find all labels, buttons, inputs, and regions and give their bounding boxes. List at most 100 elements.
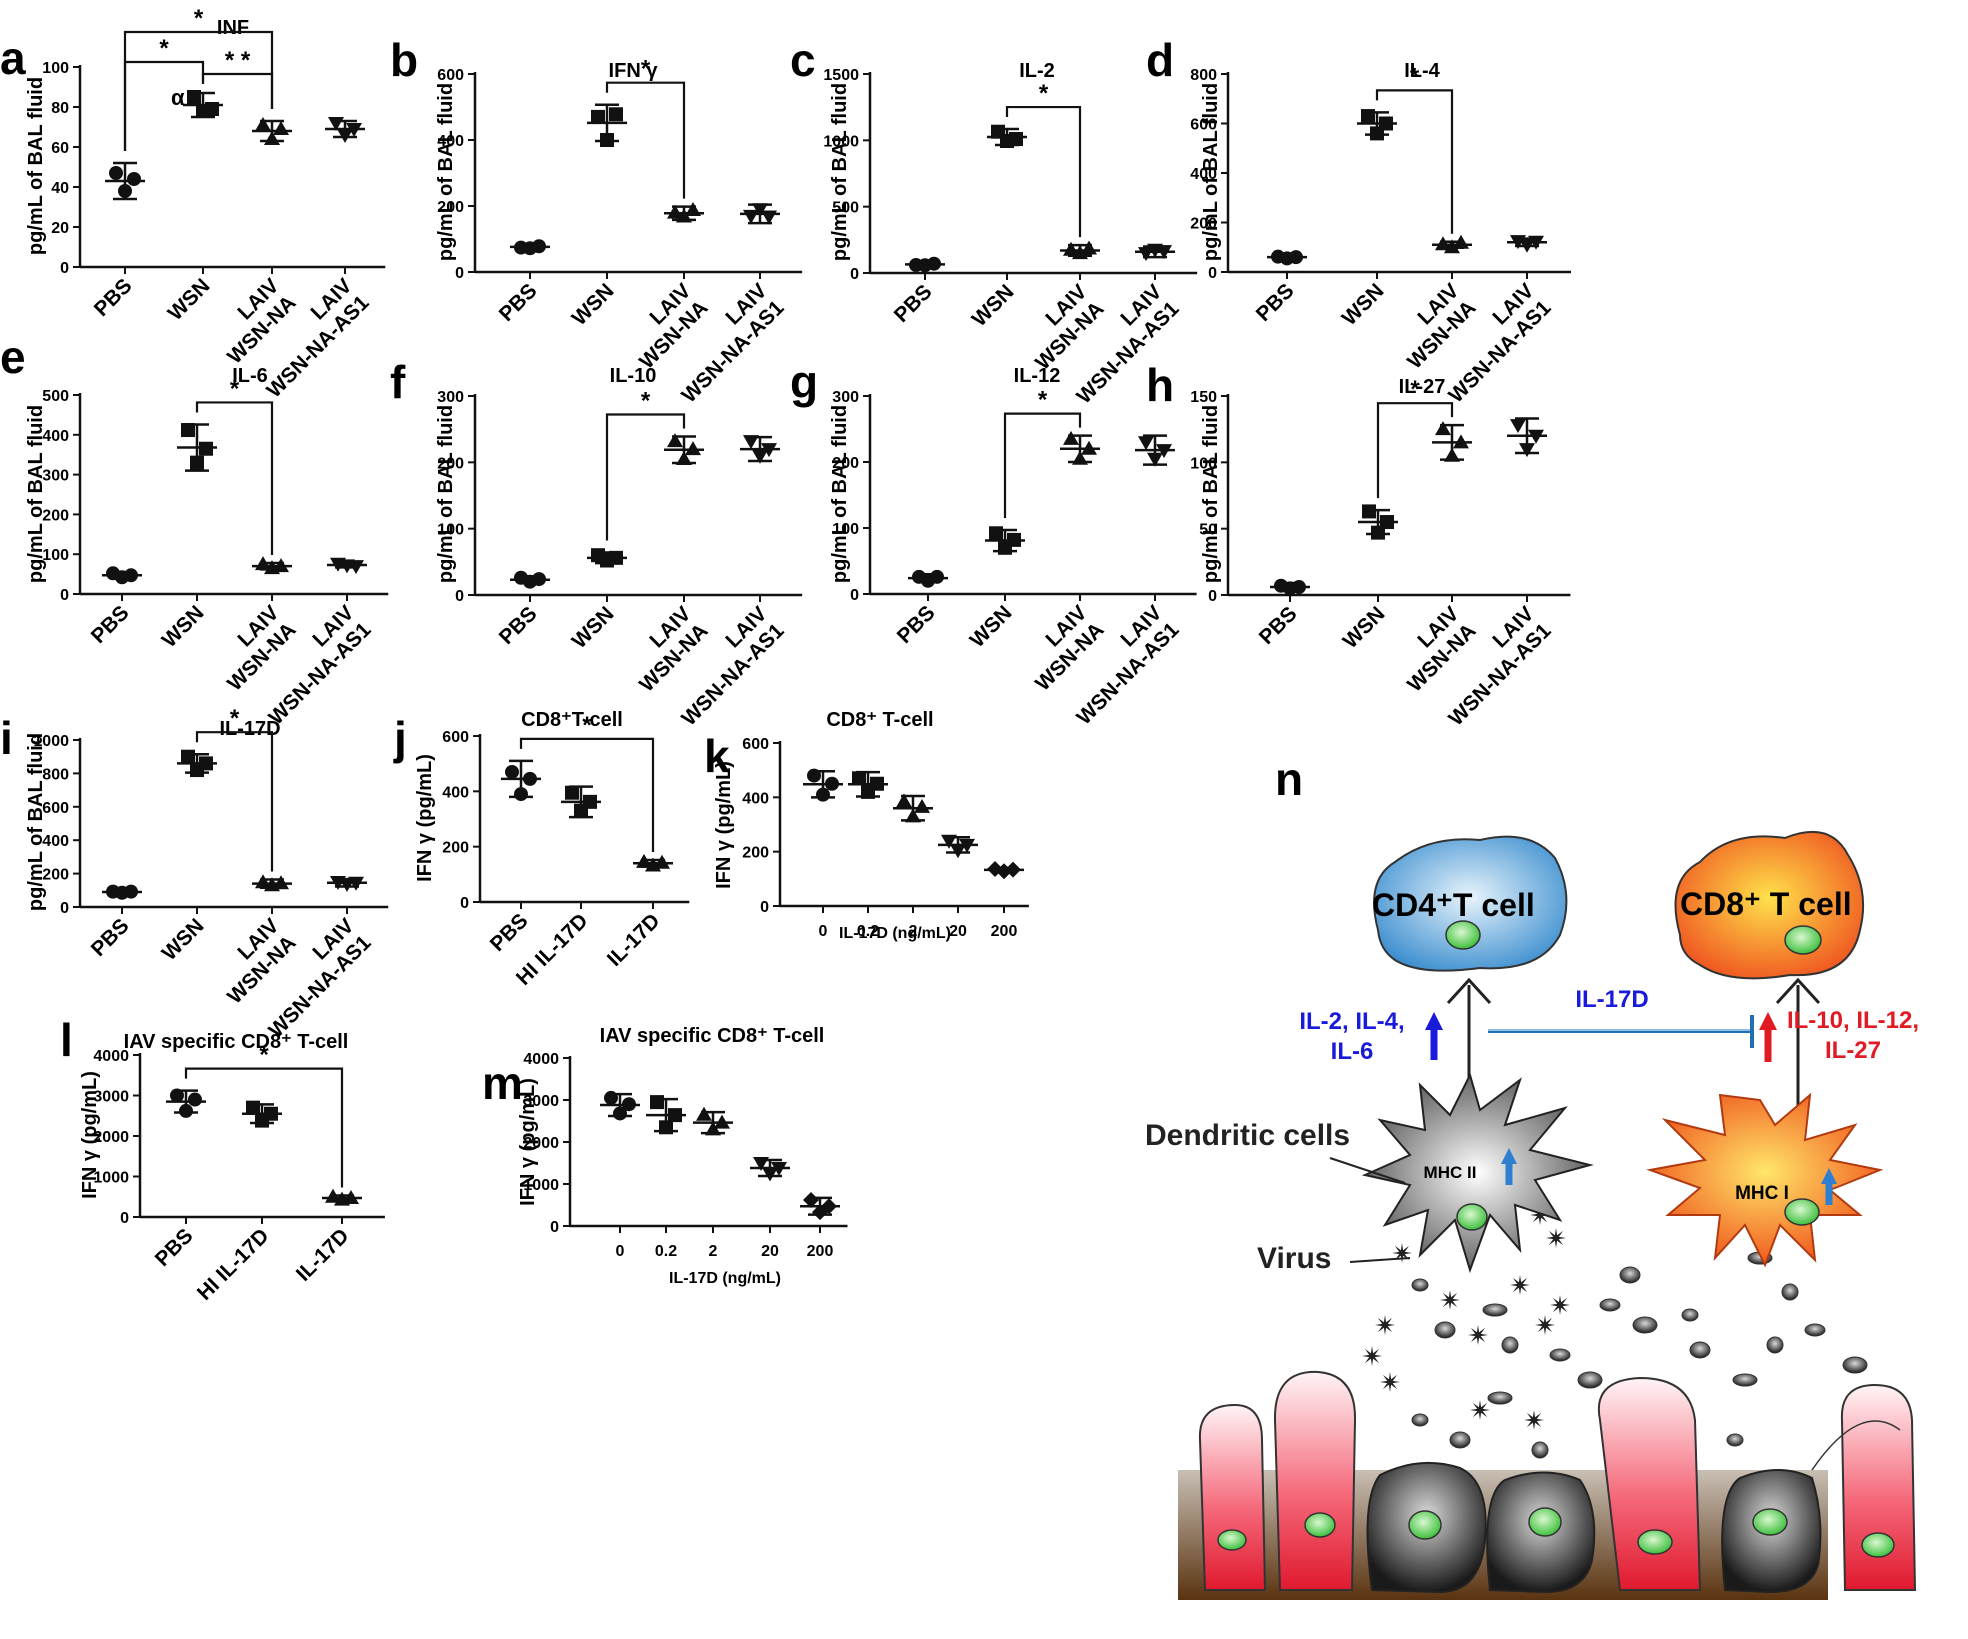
virus-fragment: [1681, 1308, 1699, 1322]
virus-fragment: [1599, 1298, 1621, 1312]
data-point: [743, 209, 759, 224]
y-tick-label: 100: [42, 60, 69, 77]
category-label: 0.2: [857, 923, 879, 940]
virus-fragment: [1411, 1278, 1429, 1292]
category-label: 2: [909, 923, 918, 940]
data-point: [325, 1188, 341, 1203]
significance-bracket: [605, 413, 686, 541]
data-point: [255, 556, 271, 571]
virus-particle: [1546, 1228, 1566, 1248]
data-point: [199, 441, 213, 456]
data-point: [1444, 239, 1460, 254]
significance-bracket: [1003, 412, 1082, 518]
data-point: [1292, 580, 1306, 595]
y-axis-label-h: pg/mL of BAL fluid: [1200, 405, 1222, 583]
virus-fragment: [1577, 1371, 1603, 1389]
y-tick-label: 200: [42, 867, 69, 884]
virus-fragment: [1632, 1316, 1658, 1334]
category-label: PBS: [890, 280, 937, 327]
category-label: PBS: [1255, 602, 1302, 649]
virus-label: Virus: [1257, 1242, 1332, 1275]
y-tick-label: 600: [42, 800, 69, 817]
category-label: PBS: [495, 602, 542, 649]
data-point: [676, 208, 692, 223]
category-label: 20: [761, 1243, 779, 1260]
data-point: [1009, 132, 1023, 147]
y-tick-label: 0: [760, 899, 769, 916]
virus-fragment: [1434, 1321, 1456, 1339]
y-tick-label: 0: [850, 266, 859, 283]
virus-particles: [1362, 1205, 1868, 1459]
category-label: PBS: [87, 914, 134, 961]
data-point: [109, 166, 123, 180]
data-point: [514, 787, 528, 802]
virus-particle: [1524, 1410, 1544, 1430]
data-point: [1528, 235, 1544, 250]
data-point: [807, 768, 821, 783]
y-axis-label-j: IFN γ (pg/mL): [414, 754, 436, 882]
y-tick-label: 80: [51, 100, 69, 117]
y-tick-label: 200: [42, 507, 69, 524]
virus-fragment: [1732, 1373, 1758, 1387]
data-point: [1519, 238, 1535, 253]
virus-particle: [1440, 1290, 1460, 1310]
data-point: [591, 109, 605, 124]
virus-fragment: [1487, 1391, 1513, 1405]
virus-fragment: [1619, 1266, 1641, 1284]
data-point: [771, 1162, 787, 1177]
category-label: 200: [991, 923, 1018, 940]
y-tick-label: 600: [437, 67, 464, 84]
significance-bracket: [519, 737, 655, 852]
y-tick-label: 600: [742, 736, 769, 753]
chart-title-g: IL-12: [1014, 365, 1061, 387]
panel-letter-b: b: [390, 34, 418, 86]
data-point: [1138, 247, 1154, 262]
chart-title-d: IL-4: [1404, 60, 1440, 82]
data-point: [609, 550, 623, 565]
chart-title-f: IL-10: [610, 365, 657, 387]
data-point: [696, 1106, 712, 1121]
data-point: [1528, 429, 1544, 444]
significance-label: * *: [225, 47, 251, 74]
data-point: [821, 1198, 837, 1215]
y-tick-label: 0: [850, 587, 859, 604]
chart-title-c: IL-2: [1019, 60, 1055, 82]
significance-label: *: [159, 35, 169, 62]
y-tick-label: 40: [51, 180, 69, 197]
y-tick-label: 400: [1190, 166, 1217, 183]
chart-title-k: CD8⁺ T-cell: [826, 709, 933, 731]
category-label: PBS: [90, 274, 137, 321]
y-axis-label-m: IFN γ (pg/mL): [517, 1078, 539, 1206]
dendritic-cell-mhc1: [1646, 1092, 1884, 1268]
y-tick-label: 600: [1190, 117, 1217, 134]
category-label: LAIVWSN-NA: [206, 274, 300, 368]
significance-bracket: [184, 1067, 344, 1188]
x-axis-label-k: IL-17D (ng/mL): [839, 925, 951, 942]
virus-fragment: [1549, 1348, 1571, 1362]
y-axis-label-f: pg/mL of BAL fluid: [435, 405, 457, 583]
data-point: [337, 129, 353, 143]
data-point: [676, 451, 692, 466]
significance-label: *: [582, 712, 592, 739]
y-tick-label: 400: [42, 833, 69, 850]
data-point: [896, 793, 912, 808]
chart-title-i: IL-17D: [219, 718, 280, 740]
data-point: [914, 798, 930, 813]
y-axis-label-a: pg/mL of BAL fluid: [25, 77, 47, 255]
dendritic-cell-mhc2: [1361, 1072, 1594, 1274]
y-tick-label: 0: [60, 587, 69, 604]
significance-bracket: [605, 81, 686, 199]
significance-label: *: [1410, 63, 1420, 90]
y-tick-label: 60: [51, 140, 69, 157]
significance-label: *: [1039, 80, 1049, 107]
category-label: WSN: [158, 601, 209, 652]
data-point: [1435, 236, 1451, 251]
left-cytokines-line2: IL-6: [1331, 1038, 1374, 1065]
data-point: [870, 776, 884, 791]
significance-bracket: [1005, 105, 1082, 238]
category-label: 2: [709, 1243, 718, 1260]
